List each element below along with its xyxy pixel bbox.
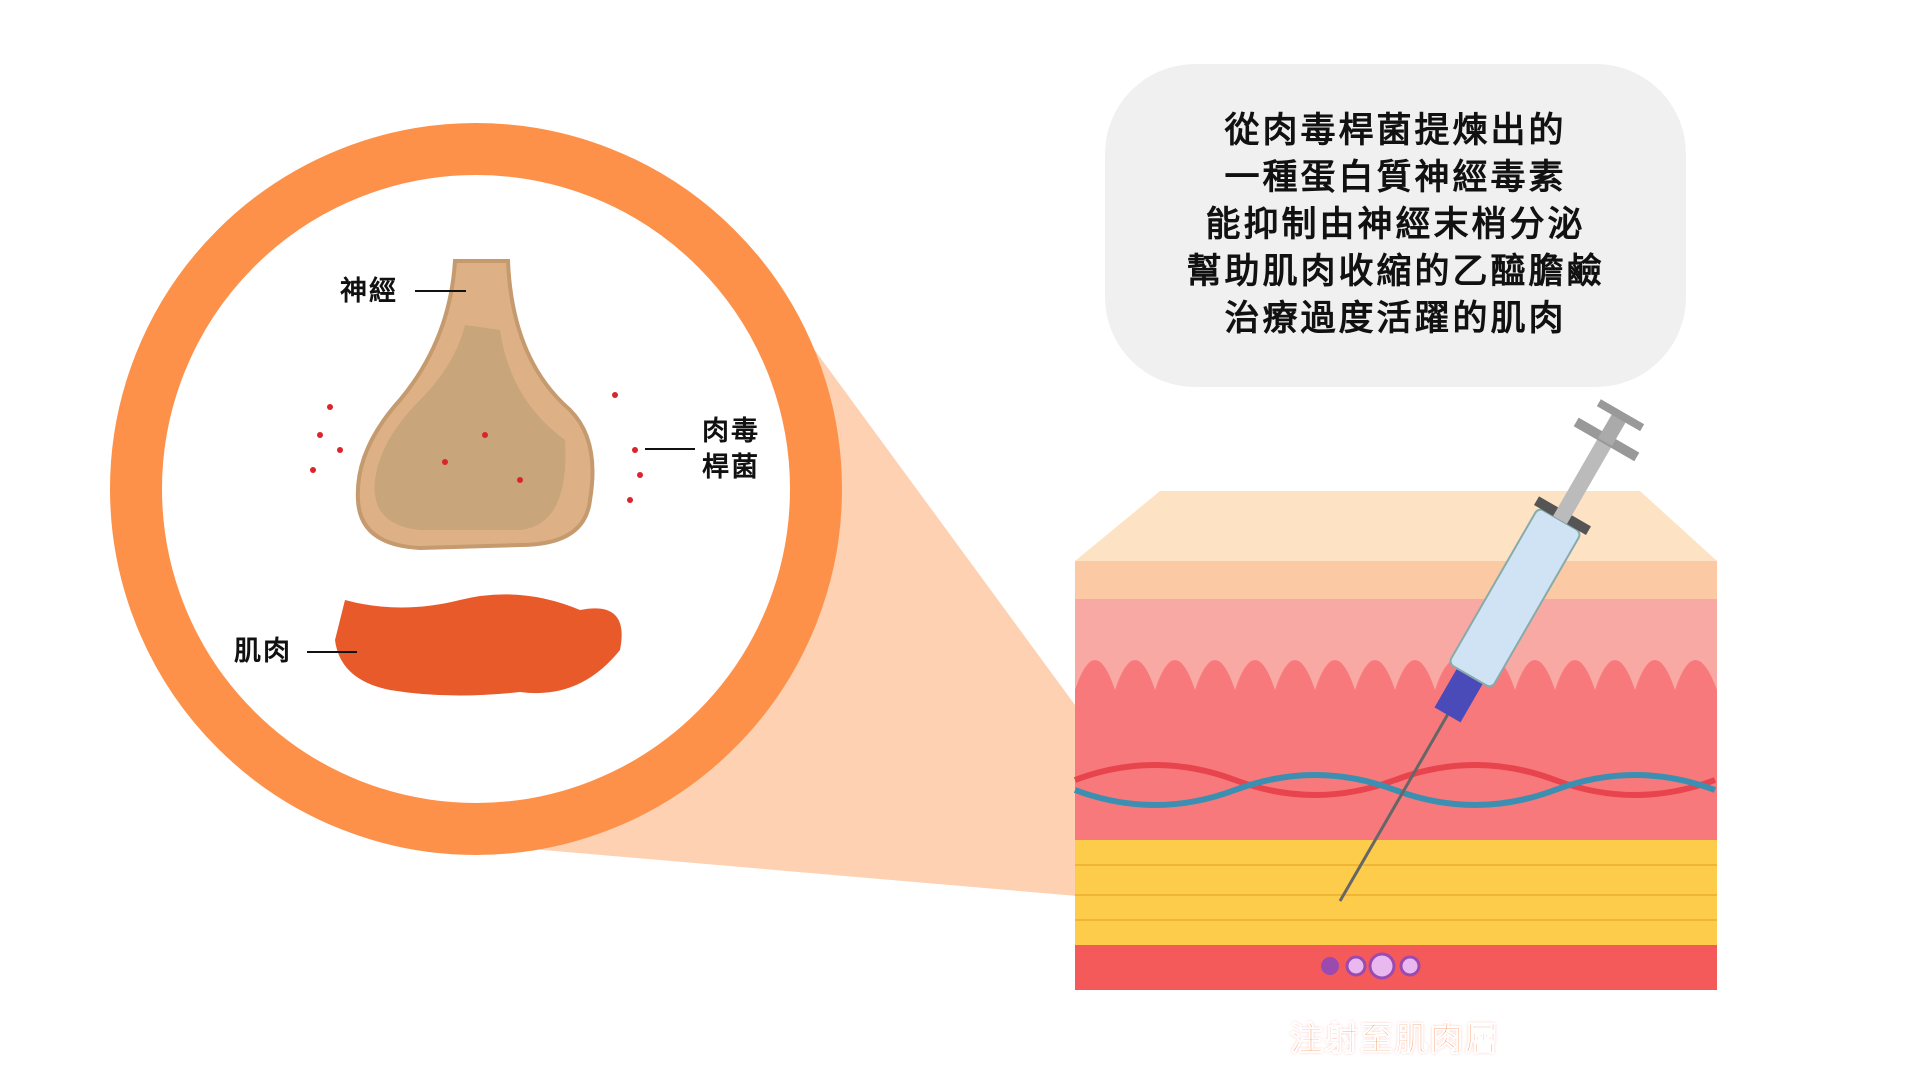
- description-line: 治療過度活躍的肌肉: [1224, 299, 1567, 339]
- injection-caption: 注射至肌肉層: [1290, 1019, 1500, 1059]
- description-line: 能抑制由神經末梢分泌: [1205, 205, 1586, 245]
- description-bubble: 從肉毒桿菌提煉出的 一種蛋白質神經毒素 能抑制由神經末梢分泌 幫助肌肉收縮的乙醯…: [1105, 64, 1686, 387]
- toxin-label-line2: 桿菌: [702, 452, 760, 483]
- description-line: 從肉毒桿菌提煉出的: [1224, 111, 1567, 151]
- nerve-label: 神經: [340, 276, 398, 307]
- description-line: 幫助肌肉收縮的乙醯膽鹼: [1186, 252, 1605, 292]
- skin-cross-section: [1073, 491, 1717, 990]
- toxin-label-line1: 肉毒: [702, 416, 760, 447]
- description-line: 一種蛋白質神經毒素: [1224, 158, 1567, 198]
- zoom-cone: [520, 330, 1240, 930]
- label-leaders: [307, 290, 695, 653]
- syringe-icon: [1338, 399, 1645, 902]
- muscle-label: 肌肉: [234, 636, 292, 667]
- toxin-particles: [310, 392, 643, 503]
- muscle-shape: [335, 594, 622, 696]
